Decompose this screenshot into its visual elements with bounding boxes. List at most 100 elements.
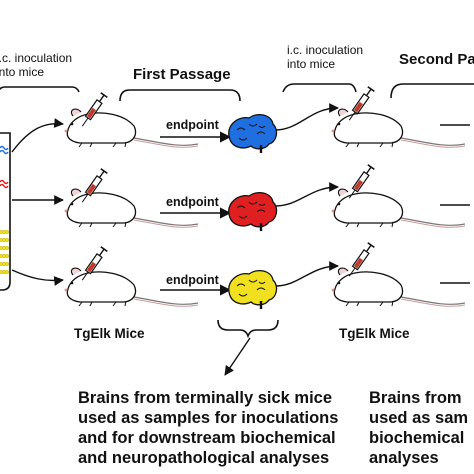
syringe-handle: [367, 86, 375, 93]
mouse-ear: [70, 108, 82, 117]
mouse-ear: [337, 267, 349, 276]
caption-right: Brains from used as sam biochemical anal…: [369, 388, 474, 468]
brain-shape: [228, 191, 278, 228]
inoc-left-line1: i.c. inoculation: [0, 51, 73, 65]
syringe-1: [81, 92, 108, 127]
inoc-right-line1: i.c. inoculation: [287, 43, 364, 57]
syringe-fluid: [86, 183, 96, 195]
brain-yellow: [228, 269, 278, 309]
syringe-needle: [81, 117, 89, 127]
syringe-plunger: [365, 166, 372, 175]
syringe-plunger: [365, 244, 372, 253]
tube-outline: [0, 132, 11, 291]
mouse-feet: [345, 221, 394, 228]
mice: [64, 108, 466, 307]
mouse-tail: [400, 296, 466, 305]
syringe-needle: [81, 193, 89, 203]
syringe-handle: [100, 246, 108, 253]
syringes: [81, 86, 375, 281]
endpoint-label-3: endpoint: [166, 273, 219, 287]
mouse-tail-pink: [400, 219, 466, 228]
syringe-plunger: [98, 170, 105, 179]
mouse-ear: [337, 188, 349, 197]
mouse-tail: [400, 217, 466, 226]
bracket-inoc-left: [0, 86, 80, 93]
mouse-tail: [400, 137, 466, 146]
brain-shape: [228, 113, 278, 150]
syringe-fluid: [353, 257, 363, 269]
second-passage-title: Second Pa: [399, 51, 474, 68]
mouse-feet: [345, 141, 394, 148]
sample-dot: [4, 262, 9, 267]
brackets: [0, 83, 474, 339]
sample-dot: [4, 270, 9, 275]
sample-dot: [4, 245, 9, 250]
bracket-first-passage: [119, 89, 241, 102]
syringe-3: [81, 246, 108, 281]
bracket-second-passage: [390, 83, 474, 99]
arrow-brain-to-caption: [224, 337, 251, 376]
brain-folds: [236, 123, 266, 141]
mouse-1: [64, 108, 199, 148]
syringe-handle: [367, 164, 375, 171]
mouse-ear: [70, 267, 82, 276]
sample-squiggle: [0, 179, 9, 189]
mouse-tail: [133, 296, 199, 305]
mouse-6: [331, 267, 466, 307]
mouse-tail-pink: [133, 298, 199, 307]
mouse-nose: [331, 129, 335, 133]
sample-dot: [4, 229, 9, 234]
mouse-nose: [331, 209, 335, 213]
mouse-feet: [78, 141, 127, 148]
brain-blue: [228, 113, 278, 153]
mouse-body: [333, 271, 404, 303]
mouse-tail: [133, 137, 199, 146]
mouse-eye: [337, 122, 341, 126]
brain-red: [228, 191, 278, 231]
caption-left-line1: Brains from terminally sick mice: [78, 389, 333, 407]
brains: [228, 113, 278, 309]
arrow-tube-mouse1: [11, 118, 64, 153]
mouse-eye: [337, 202, 341, 206]
syringe-4: [348, 86, 375, 121]
syringe-5: [348, 164, 375, 199]
arrow-brain-to-mouse-1: [274, 103, 339, 131]
mouse-nose: [64, 209, 68, 213]
syringe-plunger: [98, 248, 105, 257]
caption-left-line3: and for downstream biochemical: [78, 429, 336, 447]
mouse-tail-pink: [133, 139, 199, 148]
mouse-5: [331, 188, 466, 228]
mouse-feet: [78, 221, 127, 228]
mouse-feet: [345, 300, 394, 307]
syringe-2: [81, 168, 108, 203]
bracket-inoc-right: [282, 83, 357, 93]
brain-folds: [236, 279, 266, 297]
caption-right-line3: biochemical: [369, 429, 465, 447]
first-passage-title: First Passage: [133, 66, 231, 83]
sample-dot: [4, 237, 9, 242]
caption-right-line1: Brains from: [369, 389, 462, 407]
endpoint-label-2: endpoint: [166, 195, 219, 209]
mouse-ear: [70, 188, 82, 197]
syringe-handle: [100, 92, 108, 99]
mouse-eye: [70, 202, 74, 206]
sample-dot: [4, 253, 9, 258]
syringe-needle: [348, 111, 356, 121]
brain-folds: [236, 201, 266, 219]
syringe-needle: [81, 271, 89, 281]
caption-right-line4: analyses: [369, 449, 439, 467]
inoc-left-line2: into mice: [0, 65, 45, 79]
syringe-needle: [348, 189, 356, 199]
syringe-plunger: [365, 88, 372, 97]
caption-left-line4: and neuropathological analyses: [78, 449, 330, 467]
mouse-body: [333, 192, 404, 224]
mouse-4: [331, 108, 466, 148]
syringe-fluid: [86, 261, 96, 273]
tgelk-mice-right: TgElk Mice: [339, 326, 410, 341]
syringe-fluid: [353, 101, 363, 113]
syringe-plunger: [98, 94, 105, 103]
syringe-fluid: [86, 107, 96, 119]
mouse-nose: [64, 129, 68, 133]
